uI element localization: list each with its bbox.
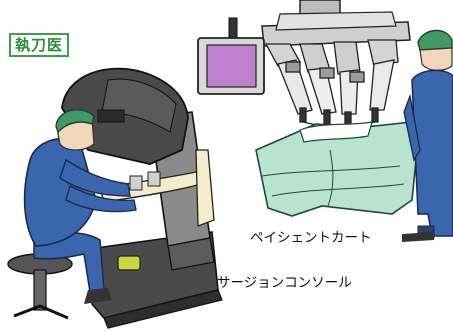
- surgeon-cap: [55, 108, 95, 134]
- operator-label: 執刀医: [9, 33, 70, 57]
- stereo-viewer: [97, 109, 125, 123]
- assistant-body: [411, 69, 453, 237]
- patient-cart-label: ペイシェントカート: [250, 230, 372, 246]
- monitor: [197, 17, 265, 95]
- assistant-figure: [402, 29, 453, 242]
- patient-cart: [261, 0, 411, 131]
- surgeon-console-label: サージョンコンソール: [217, 275, 352, 291]
- surgeon-scrubs: [23, 137, 97, 247]
- assistant-cap: [417, 29, 453, 51]
- operating-table: [255, 121, 419, 217]
- foot-pedal: [117, 255, 141, 271]
- surgeon-figure: [7, 108, 137, 320]
- cart-boom-top: [275, 11, 397, 31]
- monitor-screen: [206, 44, 257, 88]
- robotic-arms: [264, 39, 399, 125]
- hand-control: [129, 175, 143, 191]
